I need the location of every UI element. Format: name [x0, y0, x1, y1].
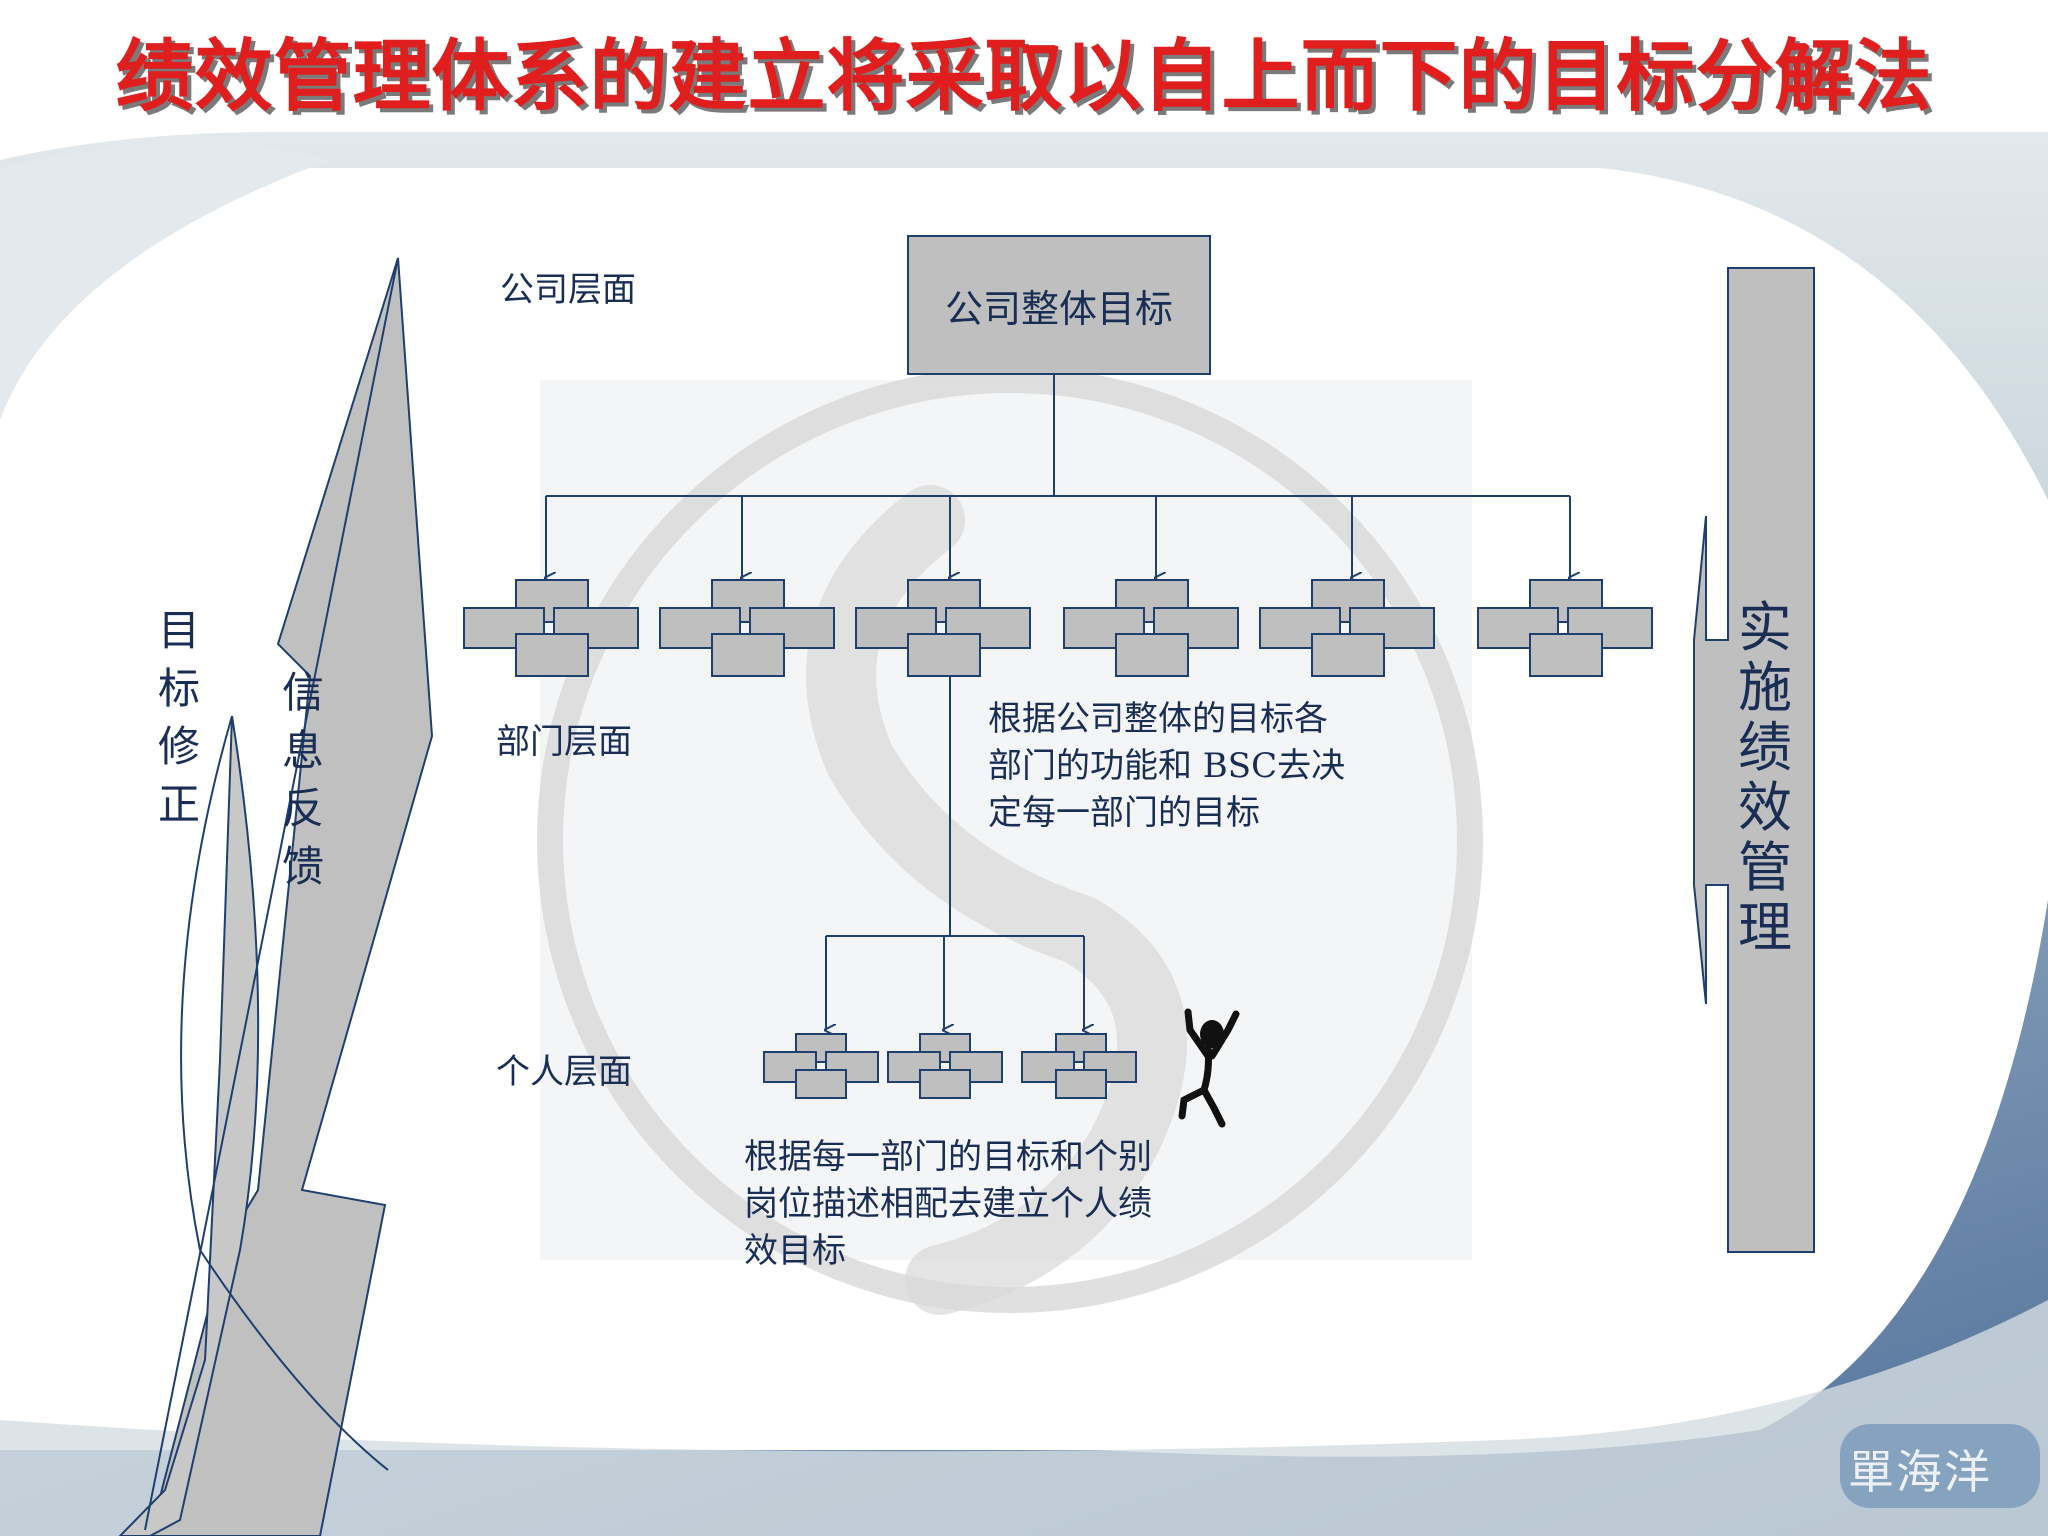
- department-box-3: [855, 579, 1031, 677]
- company-level-label: 公司层面: [500, 270, 636, 310]
- target-revision-label: 目标修正: [157, 606, 200, 829]
- implementation-arrow-shape: [1693, 267, 1815, 1253]
- department-level-label: 部门层面: [496, 722, 632, 762]
- company-goal-label: 公司整体目标: [944, 286, 1173, 331]
- slide-title: 绩效管理体系的建立将采取以自上而下的目标分解法: [115, 31, 1933, 122]
- individual-description: 根据每一部门的目标和个别岗位描述相配去建立个人绩效目标: [744, 1137, 1152, 1271]
- bottom-band: [0, 1300, 2048, 1536]
- watermark-circle: [537, 367, 1483, 1313]
- department-box-4: [1063, 579, 1239, 677]
- pattern-panel: [540, 380, 1472, 1260]
- department-box-6: [1477, 579, 1653, 677]
- left-wave-band: [0, 142, 330, 420]
- individual-drops: [826, 936, 1084, 1030]
- individual-box-1: [763, 1033, 879, 1099]
- watermark-swirl: [806, 485, 1187, 1315]
- info-feedback-arrow-up: [148, 257, 434, 1536]
- individual-level-label: 个人层面: [496, 1052, 632, 1092]
- watermark-text: 單海洋: [1848, 1445, 1992, 1499]
- left-arrow-curve: [180, 715, 389, 1471]
- target-revision-arrow-down: [118, 715, 260, 1536]
- individual-box-3: [1021, 1033, 1137, 1099]
- info-feedback-label: 信息反馈: [281, 668, 324, 891]
- department-description: 根据公司整体的目标各部门的功能和 BSC去决定每一部门的目标: [988, 699, 1346, 833]
- department-box-5: [1259, 579, 1435, 677]
- department-box-2: [659, 579, 835, 677]
- individual-box-2: [887, 1033, 1003, 1099]
- implementation-label: 实施绩效管理: [1738, 596, 1792, 959]
- department-drops: [546, 496, 1570, 578]
- department-box-1: [463, 579, 639, 677]
- left-arrow-edge: [144, 257, 399, 1531]
- company-goal-box: [907, 235, 1211, 375]
- person-figure-icon: [1178, 1008, 1240, 1128]
- watermark-badge: [1840, 1424, 2040, 1508]
